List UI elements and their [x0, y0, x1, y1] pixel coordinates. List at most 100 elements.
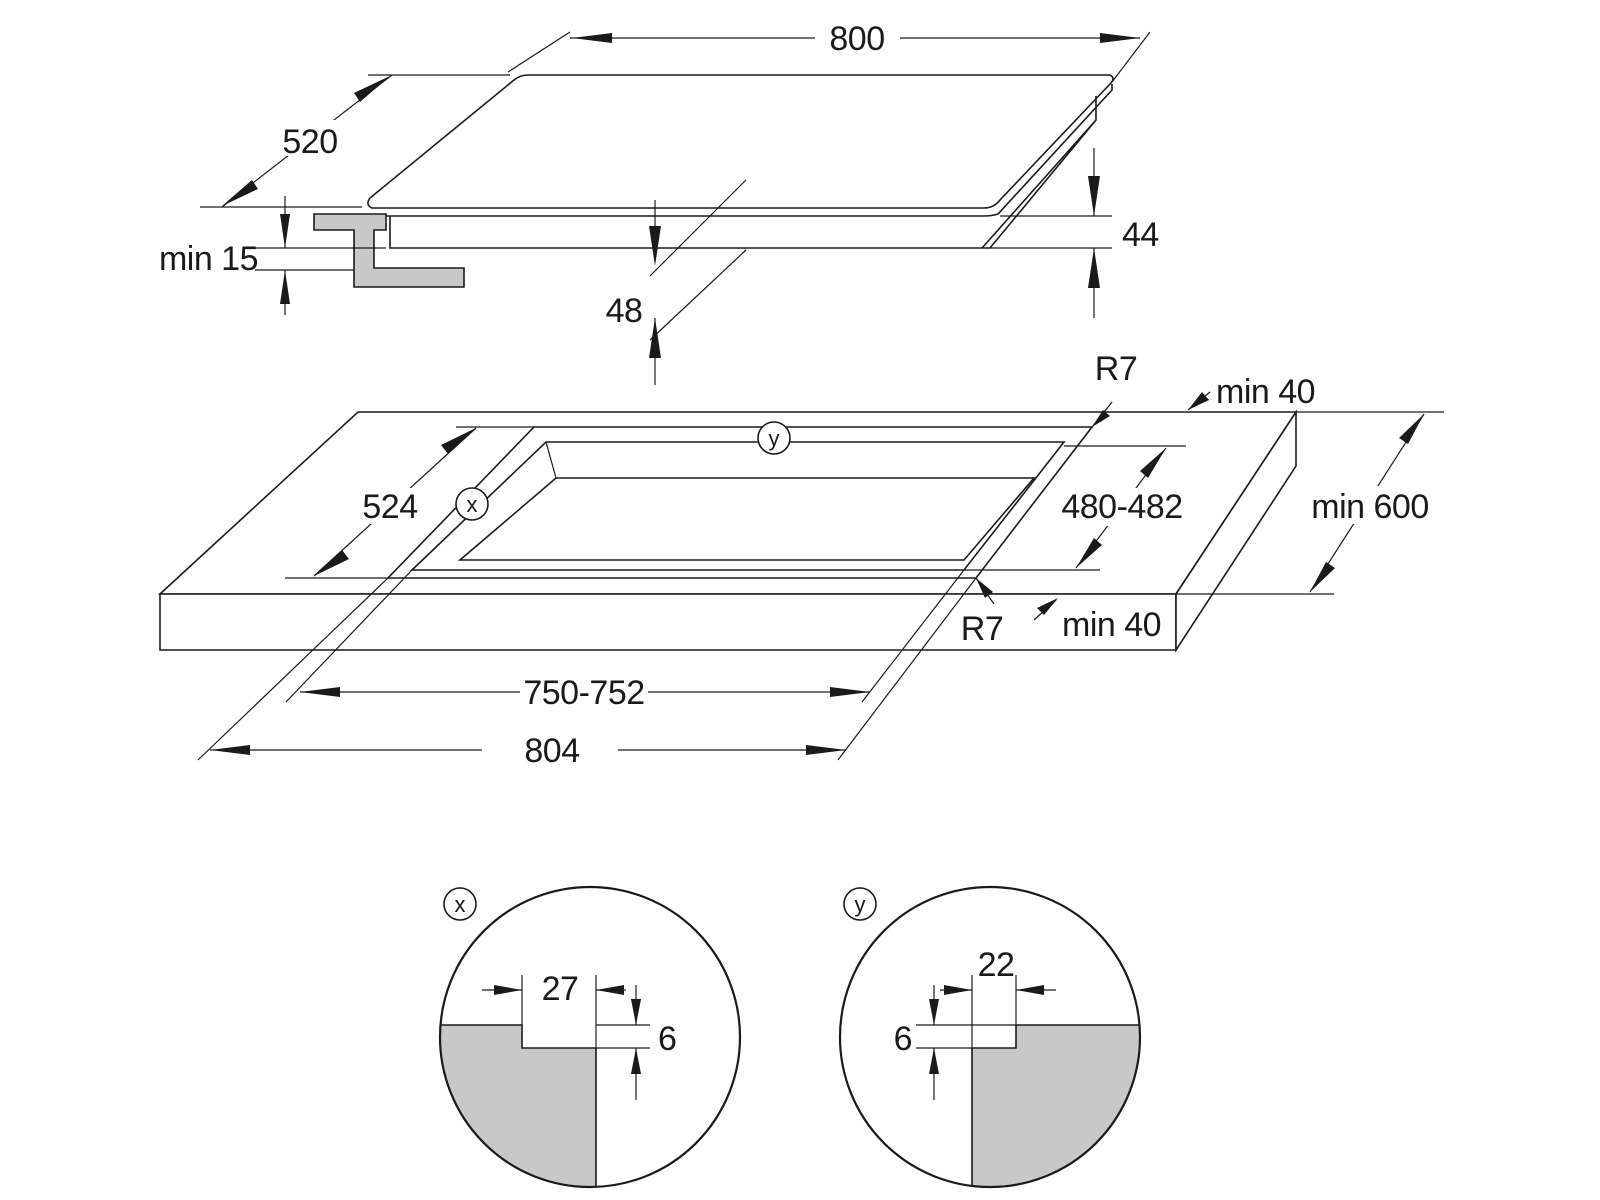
arrow-up-right — [354, 76, 390, 102]
marker-y-circle — [757, 421, 791, 455]
label-27: 27 — [542, 970, 579, 1008]
hob-body — [389, 96, 1097, 249]
arrow-up — [631, 1048, 641, 1074]
label-min-40-front: min 40 — [1062, 606, 1161, 644]
arrow-up — [929, 1048, 939, 1074]
label-6-y: 6 — [894, 1020, 912, 1058]
arrow-up-right — [1399, 414, 1424, 444]
dim-hob-width: 800 — [507, 20, 1151, 83]
radius-bottom: R7 — [961, 577, 1004, 648]
marker-x-circle — [455, 487, 489, 521]
dim-cutout-depth: 524 — [285, 426, 534, 579]
ext-line — [285, 569, 413, 703]
detail-y: 22 6 y — [838, 885, 1142, 1189]
label-bg — [1066, 488, 1178, 526]
label-480-482: 480-482 — [1061, 488, 1182, 526]
dim-min-back: min 40 — [1187, 373, 1316, 411]
dim-cutout-inner-depth: 480-482 — [964, 445, 1186, 571]
label-524: 524 — [362, 488, 417, 526]
dim-hob-depth: 520 — [200, 74, 510, 208]
label-22: 22 — [978, 946, 1015, 984]
arrow — [1037, 598, 1058, 615]
detail-x-section — [440, 1024, 597, 1187]
ext-line — [649, 179, 747, 277]
arrow-right — [1100, 33, 1140, 43]
hob-drawing — [313, 74, 1114, 288]
label-bg — [282, 120, 342, 156]
arrow-left — [596, 985, 624, 995]
ext-line — [649, 249, 747, 341]
radius-top: R7 — [1091, 350, 1138, 428]
arrow-down — [929, 999, 939, 1025]
marker-y-label: y — [769, 426, 780, 451]
arrow-right — [806, 745, 846, 755]
arrow-down — [280, 214, 290, 248]
detail-y-border — [838, 885, 1142, 1189]
label-6-x: 6 — [658, 1020, 676, 1058]
label-min-40-back: min 40 — [1216, 373, 1315, 411]
label-bg — [360, 488, 418, 524]
detail-y-marker-circle — [843, 887, 877, 921]
ext-line — [837, 577, 977, 761]
dim-insertion-depth: 48 — [606, 179, 747, 385]
label-44: 44 — [1122, 216, 1159, 254]
label-750-752: 750-752 — [523, 674, 644, 712]
detail-x-marker: x — [455, 892, 466, 917]
arrow-right — [830, 687, 870, 697]
ext-line — [507, 31, 571, 73]
dim-hob-height: 44 — [990, 148, 1159, 318]
label-520: 520 — [282, 123, 337, 161]
arrow-up-right — [1140, 448, 1166, 478]
label-48: 48 — [606, 292, 643, 330]
arrow-down — [649, 226, 661, 266]
detail-x-marker-circle — [443, 887, 477, 921]
ext-line — [197, 577, 389, 761]
worktop-front-face — [159, 593, 1177, 651]
cutout-inner — [457, 477, 1036, 561]
dim-cutout-inner-width: 750-752 — [285, 569, 965, 712]
detail-y-section — [971, 1024, 1140, 1187]
arrow-down-left — [1310, 562, 1335, 592]
arrow-right — [494, 985, 522, 995]
arrow-left — [210, 745, 250, 755]
ext-line — [861, 569, 965, 703]
arrow — [976, 578, 993, 598]
dim-worktop-depth: min 600 — [1176, 411, 1444, 595]
arrow-down-left — [222, 180, 258, 206]
label-804: 804 — [524, 732, 579, 770]
dim-cutout-outer-width: 804 — [197, 577, 977, 770]
worktop-profile — [313, 213, 465, 288]
hob-glass-top — [367, 74, 1114, 209]
ext-line — [1111, 31, 1151, 83]
label-min-600: min 600 — [1311, 488, 1428, 526]
arrow-down — [1088, 176, 1100, 216]
label-r7-bottom: R7 — [961, 610, 1003, 648]
arrow-up-right — [441, 428, 476, 454]
marker-y: y — [757, 421, 791, 455]
cutout-corner — [545, 441, 557, 479]
arrow-down-left — [314, 550, 349, 576]
label-800: 800 — [829, 20, 884, 58]
arrow-left — [1016, 985, 1044, 995]
arrow-up — [1088, 248, 1100, 288]
arrow — [1092, 410, 1110, 427]
dim-min-clearance: min 15 — [159, 196, 386, 315]
label-bg — [1314, 486, 1426, 524]
arrow-left — [300, 687, 340, 697]
detail-x: 27 6 x — [438, 885, 742, 1189]
hob-glass-edge — [378, 84, 1113, 217]
arrow-left — [572, 33, 612, 43]
marker-x-label: x — [467, 492, 478, 517]
arrow — [1188, 392, 1209, 410]
arrow-up — [280, 270, 290, 304]
marker-x: x — [455, 487, 489, 521]
worktop-side-face — [1175, 409, 1297, 653]
arrow-right — [944, 985, 972, 995]
dim-min-front: min 40 — [1033, 598, 1162, 644]
label-min-15: min 15 — [159, 240, 258, 278]
arrow-up — [649, 318, 661, 358]
detail-y-marker: y — [855, 892, 866, 917]
hob-body-edge — [981, 119, 1097, 249]
